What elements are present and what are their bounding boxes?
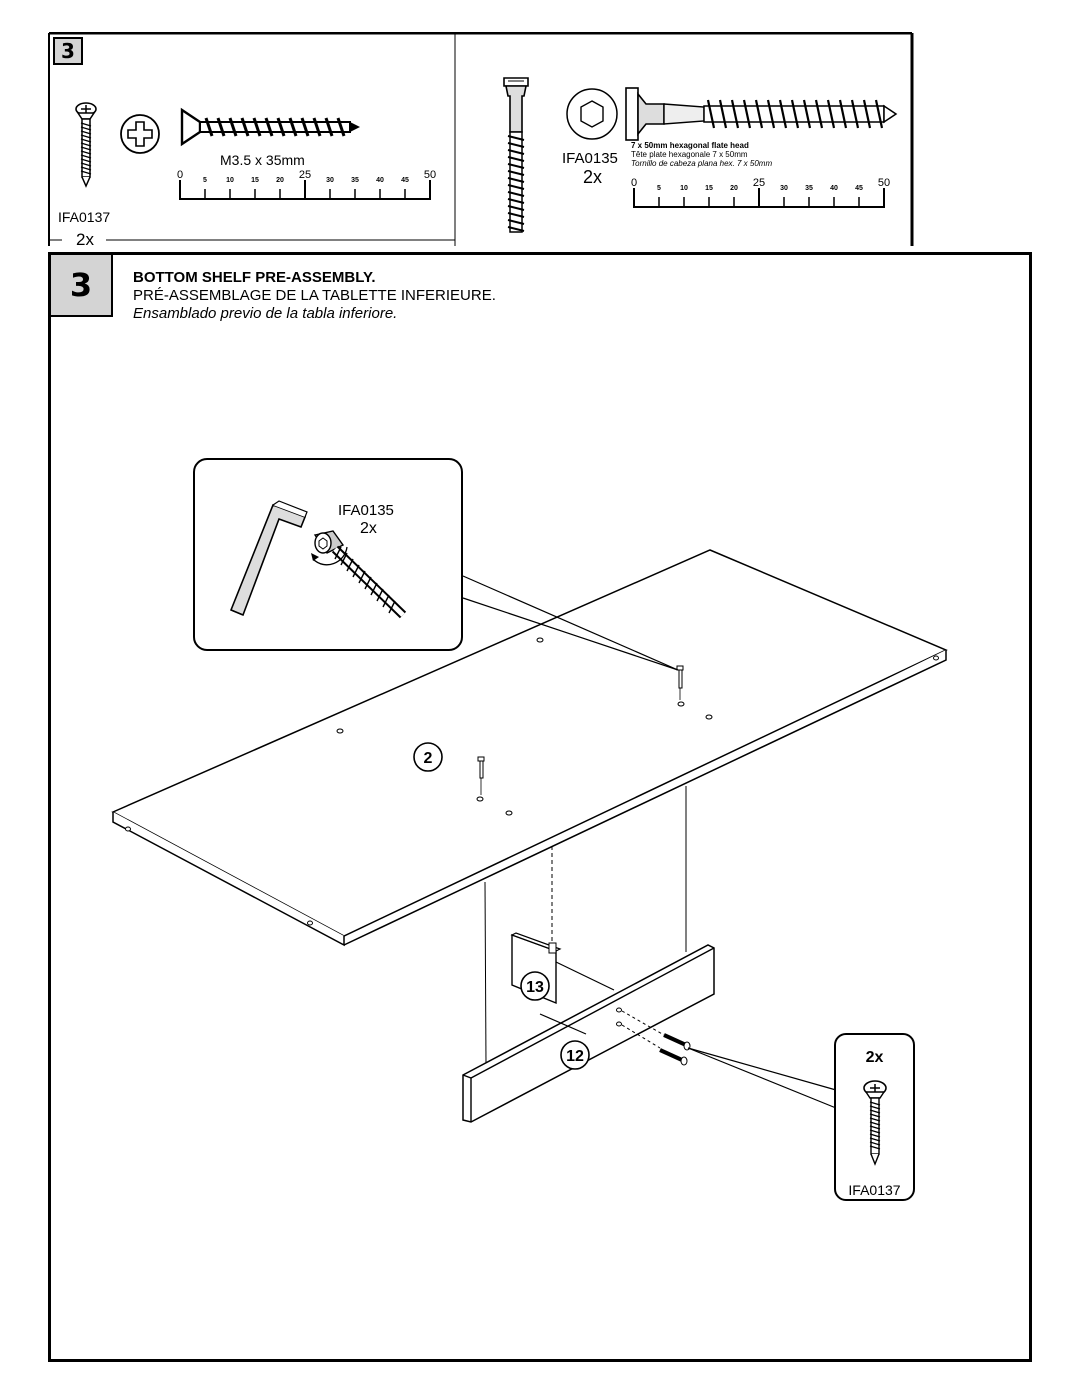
part-code-ifa0135: IFA0135 xyxy=(562,150,618,167)
ruler-right: 0 25 50 5 10 15 20 30 35 40 45 xyxy=(631,177,890,208)
hardware-panel: 3 M3.5 x 35mm xyxy=(48,32,914,250)
part-label-shelf: 2 xyxy=(424,750,433,767)
hardware-step-number: 3 xyxy=(53,37,83,65)
ruler-tick-label: 25 xyxy=(299,169,311,181)
bolt-description-en: 7 x 50mm hexagonal flate head xyxy=(631,141,749,150)
ruler-tick-label: 15 xyxy=(705,185,713,192)
callout-ifa0137: 2x IFA0137 xyxy=(834,1033,915,1201)
ruler-tick-label: 40 xyxy=(376,177,384,184)
hex-socket-icon xyxy=(566,88,618,140)
callout-ifa0135: IFA0135 2x xyxy=(193,458,463,651)
ruler-tick-label: 40 xyxy=(830,185,838,192)
step-title-es: Ensamblado previo de la tabla inferiore. xyxy=(133,305,398,322)
ruler-tick-label: 15 xyxy=(251,177,259,184)
bolt-ifa0135-icon xyxy=(503,77,529,233)
screw-size-label: M3.5 x 35mm xyxy=(220,152,305,168)
ruler-tick-label: 35 xyxy=(805,185,813,192)
quantity-ifa0137: 2x xyxy=(72,230,98,250)
step-title-fr: PRÉ-ASSEMBLAGE DE LA TABLETTE INFERIEURE… xyxy=(133,287,496,304)
phillips-drive-icon xyxy=(120,114,160,154)
ruler-tick-label: 25 xyxy=(753,177,765,189)
ruler-tick-label: 45 xyxy=(401,177,409,184)
ruler-tick-label: 0 xyxy=(177,169,183,181)
screw-ifa0137-callout-icon xyxy=(863,1080,887,1166)
ruler-tick-label: 50 xyxy=(878,177,890,189)
part-code-ifa0137: IFA0137 xyxy=(58,209,111,225)
bolt-description-fr: Tête plate hexagonale 7 x 50mm xyxy=(631,150,748,159)
screw-ifa0137-side-icon xyxy=(180,107,360,147)
ruler-tick-label: 30 xyxy=(326,177,334,184)
ruler-tick-label: 5 xyxy=(657,185,661,192)
ruler-tick-label: 20 xyxy=(276,177,284,184)
callout-quantity-ifa0135: 2x xyxy=(360,520,377,537)
ruler-tick-label: 30 xyxy=(780,185,788,192)
ruler-tick-label: 45 xyxy=(855,185,863,192)
ruler-tick-label: 5 xyxy=(203,177,207,184)
ruler-tick-label: 50 xyxy=(424,169,436,181)
quantity-ifa0135: 2x xyxy=(583,167,603,187)
callout-part-code-ifa0137: IFA0137 xyxy=(848,1182,901,1198)
ruler-left: 0 25 50 5 10 15 20 30 35 40 45 xyxy=(177,169,436,200)
callout-part-code-ifa0135: IFA0135 xyxy=(338,502,394,519)
shelf-2 xyxy=(111,549,948,947)
step-panel: 3 BOTTOM SHELF PRE-ASSEMBLY. PRÉ-ASSEMBL… xyxy=(48,252,1032,1362)
ruler-tick-label: 0 xyxy=(631,177,637,189)
step-title-en: BOTTOM SHELF PRE-ASSEMBLY. xyxy=(133,269,376,286)
bolt-description-es: Tornillo de cabeza plana hex. 7 x 50mm xyxy=(631,159,773,168)
screws-ifa0137-rail xyxy=(659,1033,691,1066)
part-label-front-rail: 12 xyxy=(566,1048,584,1065)
ruler-tick-label: 20 xyxy=(730,185,738,192)
ruler-tick-label: 10 xyxy=(680,185,688,192)
bolt-ifa0135-rotate-icon xyxy=(311,530,407,619)
dowel xyxy=(548,942,557,954)
screw-ifa0137-icon xyxy=(75,102,97,188)
part-label-back-rail: 13 xyxy=(526,979,544,996)
ruler-tick-label: 35 xyxy=(351,177,359,184)
hardware-panel-frame xyxy=(48,32,914,246)
step-number: 3 xyxy=(51,255,113,317)
bolt-ifa0135-side-icon xyxy=(625,87,898,141)
allen-key-icon xyxy=(229,500,407,619)
ruler-tick-label: 10 xyxy=(226,177,234,184)
rail-12 xyxy=(462,944,715,1123)
callout-quantity-ifa0137: 2x xyxy=(865,1049,884,1066)
bolt-ifa0135-placed xyxy=(477,665,684,795)
